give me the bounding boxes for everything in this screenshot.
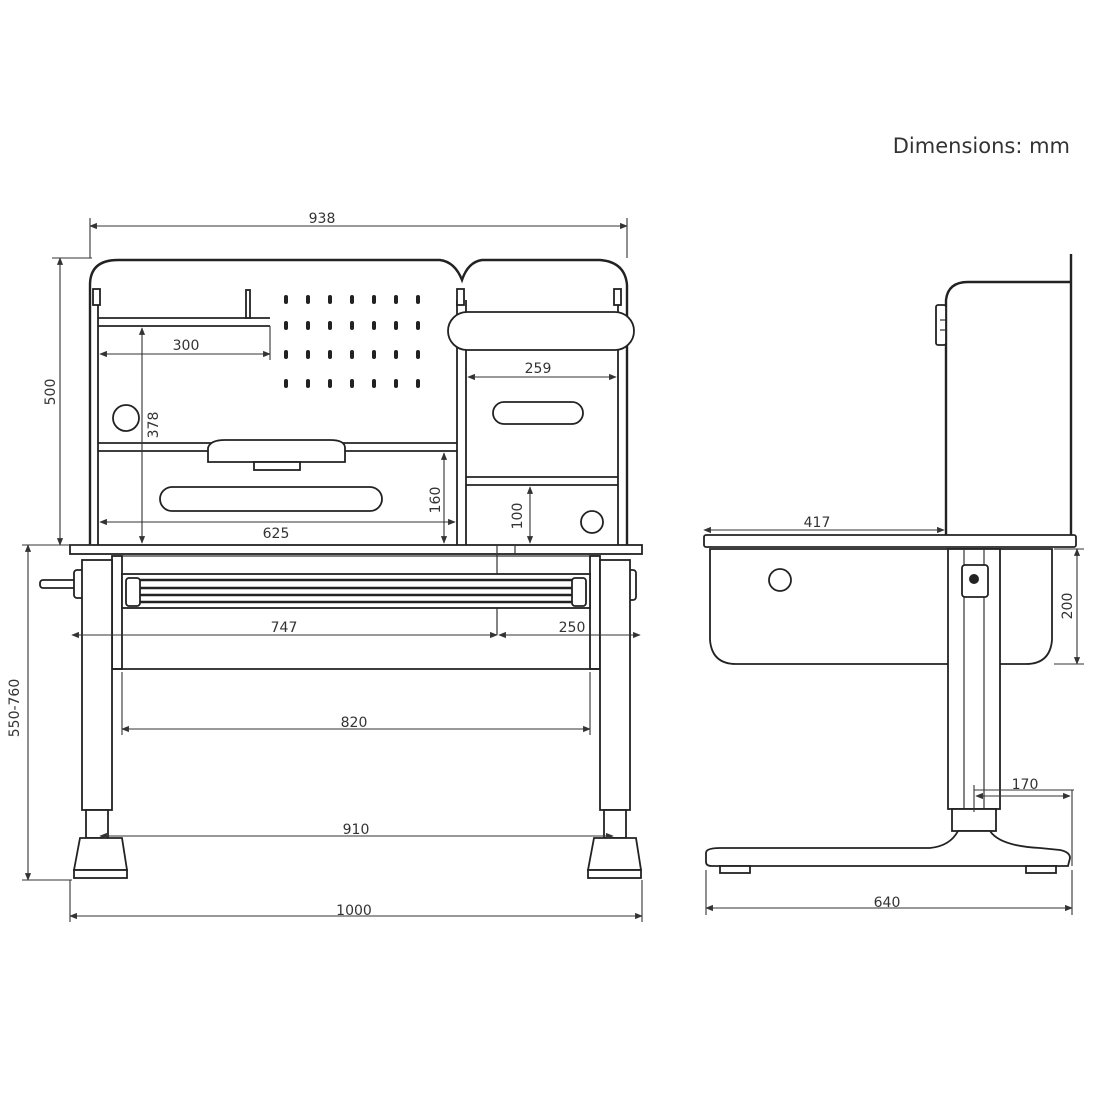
- front-view: 938 500 300 378 259 625: [7, 211, 643, 922]
- dim-lower-shelf: 160: [428, 487, 444, 514]
- side-view: 417 200 170 640: [703, 254, 1084, 915]
- units-note: Dimensions: mm: [892, 134, 1070, 158]
- dim-desk-height: 550-760: [7, 679, 23, 738]
- dim-inner-leg-span: 820: [341, 715, 368, 731]
- hutch-panel: [88, 258, 635, 545]
- dim-hutch-width: 938: [309, 211, 336, 227]
- dim-top-depth: 417: [804, 515, 831, 531]
- dim-post-offset: 170: [1012, 777, 1039, 793]
- dim-shelf-clearance: 378: [146, 412, 162, 439]
- dim-drawer-height: 200: [1060, 593, 1076, 620]
- dim-overall-width: 1000: [336, 903, 372, 919]
- drawer-mechanism: [111, 555, 601, 670]
- side-dimensions: 417 200 170 640: [703, 515, 1084, 915]
- front-dimensions: 938 500 300 378 259 625: [7, 211, 643, 922]
- dim-outer-leg-span: 910: [343, 822, 370, 838]
- desktop: [69, 544, 643, 635]
- dim-right-compartment: 259: [525, 361, 552, 377]
- dim-overall-height: 500: [43, 379, 59, 406]
- dim-base-depth: 640: [874, 895, 901, 911]
- dim-upper-section: 625: [263, 526, 290, 542]
- dim-right-lower-shelf: 100: [510, 503, 526, 530]
- dim-drawer-width: 747: [271, 620, 298, 636]
- dim-shelf-width: 300: [173, 338, 200, 354]
- pegboard-holes: [284, 295, 420, 388]
- legs: [72, 559, 643, 879]
- dim-side-drawer: 250: [559, 620, 586, 636]
